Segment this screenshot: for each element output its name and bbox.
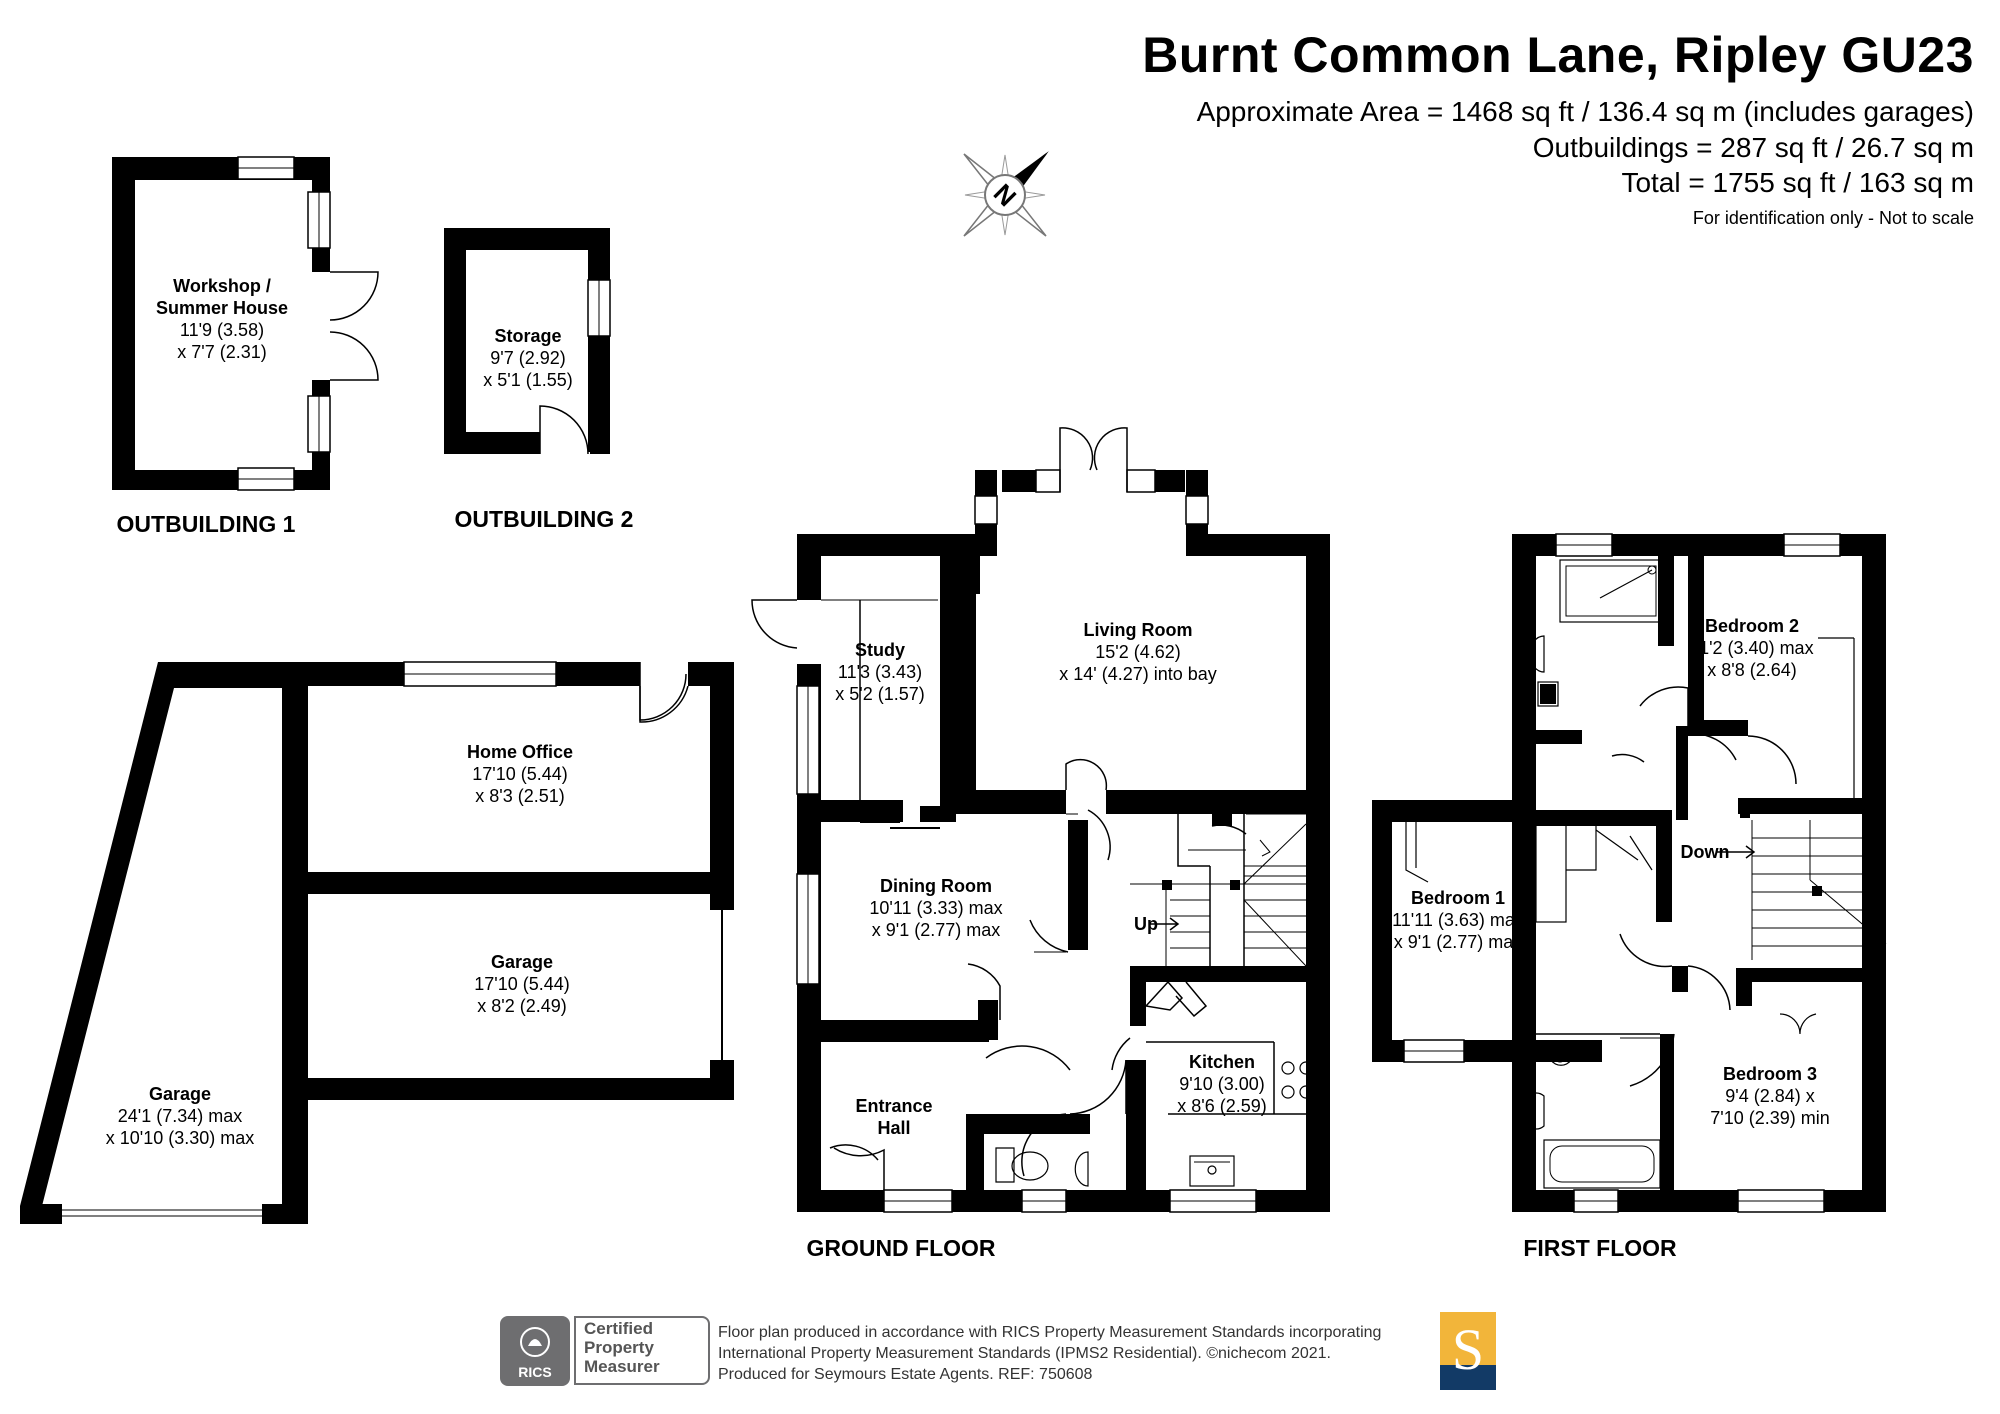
garages-block [20, 661, 734, 1224]
room-name-workshop: Workshop / [173, 276, 271, 296]
room-dims-living-room-2: x 14' (4.27) into bay [1059, 664, 1217, 684]
stairs-down-label: Down [1681, 842, 1730, 862]
room-dims-dining-room-2: x 9'1 (2.77) max [872, 920, 1001, 940]
room-name-bedroom-3: Bedroom 3 [1723, 1064, 1817, 1084]
room-dims-living-room: 15'2 (4.62) [1095, 642, 1181, 662]
rics-logo: RICS [500, 1316, 570, 1386]
floor-label-outbuilding-2: OUTBUILDING 2 [455, 506, 634, 532]
room-dims-workshop: 11'9 (3.58) [180, 320, 264, 340]
room-name-study: Study [855, 640, 905, 660]
room-name-entrance-hall-2: Hall [877, 1118, 910, 1138]
floor-label-outbuilding-1: OUTBUILDING 1 [117, 511, 296, 537]
room-dims-bedroom-3: 9'4 (2.84) x [1725, 1086, 1814, 1106]
seymours-logo-letter: S [1451, 1317, 1485, 1382]
room-name-living-room: Living Room [1084, 620, 1193, 640]
room-dims-study-2: x 5'2 (1.57) [835, 684, 924, 704]
room-dims-bedroom-2-2: x 8'8 (2.64) [1707, 660, 1796, 680]
room-name-bedroom-2: Bedroom 2 [1705, 616, 1799, 636]
outbuilding-1 [112, 156, 379, 491]
room-name-home-office: Home Office [467, 742, 573, 762]
floor-label-ground: GROUND FLOOR [806, 1235, 995, 1261]
room-dims-bedroom-3-2: 7'10 (2.39) min [1710, 1108, 1830, 1128]
room-name-garage-left: Garage [149, 1084, 211, 1104]
stairs-up-label: Up [1134, 914, 1158, 934]
rics-logo-label: RICS [518, 1364, 552, 1380]
footer-line-2: International Property Measurement Stand… [718, 1345, 1331, 1362]
rics-cert-line-1: Certified [584, 1319, 653, 1338]
room-dims-bedroom-1-2: x 9'1 (2.77) max [1394, 932, 1523, 952]
room-dims-garage-left: 24'1 (7.34) max [118, 1106, 243, 1126]
compass-rose-icon: N [963, 151, 1049, 237]
room-dims-storage-2: x 5'1 (1.55) [483, 370, 572, 390]
room-name-bedroom-1: Bedroom 1 [1411, 888, 1505, 908]
floor-label-first: FIRST FLOOR [1523, 1235, 1677, 1261]
footer-line-3: Produced for Seymours Estate Agents. REF… [718, 1366, 1093, 1383]
ground-floor-plan [751, 427, 1330, 1213]
outbuildings-area-text: Outbuildings = 287 sq ft / 26.7 sq m [1532, 132, 1974, 163]
outbuilding-2 [444, 228, 611, 455]
room-labels: Workshop / Summer House 11'9 (3.58) x 7'… [106, 276, 1830, 1261]
plan-title: Burnt Common Lane, Ripley GU23 [1142, 27, 1974, 83]
room-dims-garage-mid-2: x 8'2 (2.49) [477, 996, 566, 1016]
room-dims-kitchen: 9'10 (3.00) [1179, 1074, 1265, 1094]
room-dims-garage-left-2: x 10'10 (3.30) max [106, 1128, 255, 1148]
rics-cert-line-2: Property [584, 1338, 654, 1357]
room-name-storage: Storage [494, 326, 561, 346]
room-name-garage-mid: Garage [491, 952, 553, 972]
room-name-workshop-2: Summer House [156, 298, 288, 318]
room-dims-kitchen-2: x 8'6 (2.59) [1177, 1096, 1266, 1116]
total-area-text: Total = 1755 sq ft / 163 sq m [1621, 167, 1974, 198]
room-dims-storage: 9'7 (2.92) [490, 348, 565, 368]
seymours-logo: S [1440, 1312, 1496, 1390]
room-dims-dining-room: 10'11 (3.33) max [869, 898, 1002, 918]
rics-cert-line-3: Measurer [584, 1357, 660, 1376]
rics-lion-icon [520, 1327, 550, 1357]
footer-note: Floor plan produced in accordance with R… [718, 1322, 1381, 1385]
approximate-area-text: Approximate Area = 1468 sq ft / 136.4 sq… [1196, 96, 1974, 127]
room-dims-home-office-2: x 8'3 (2.51) [475, 786, 564, 806]
first-floor-plan [1372, 533, 1887, 1213]
rics-certified-badge: RICS Certified Property Measurer [500, 1316, 710, 1386]
room-dims-home-office: 17'10 (5.44) [472, 764, 568, 784]
rics-certified-text: Certified Property Measurer [574, 1316, 710, 1385]
room-dims-garage-mid: 17'10 (5.44) [474, 974, 570, 994]
room-dims-workshop-2: x 7'7 (2.31) [177, 342, 266, 362]
room-name-kitchen: Kitchen [1189, 1052, 1255, 1072]
footer-line-1: Floor plan produced in accordance with R… [718, 1324, 1382, 1341]
room-dims-study: 11'3 (3.43) [838, 662, 922, 682]
room-dims-bedroom-2: 11'2 (3.40) max [1690, 638, 1813, 658]
room-name-dining-room: Dining Room [880, 876, 992, 896]
disclaimer-text: For identification only - Not to scale [1692, 208, 1974, 228]
room-dims-bedroom-1: 11'11 (3.63) max [1392, 910, 1524, 930]
room-name-entrance-hall: Entrance [855, 1096, 932, 1116]
